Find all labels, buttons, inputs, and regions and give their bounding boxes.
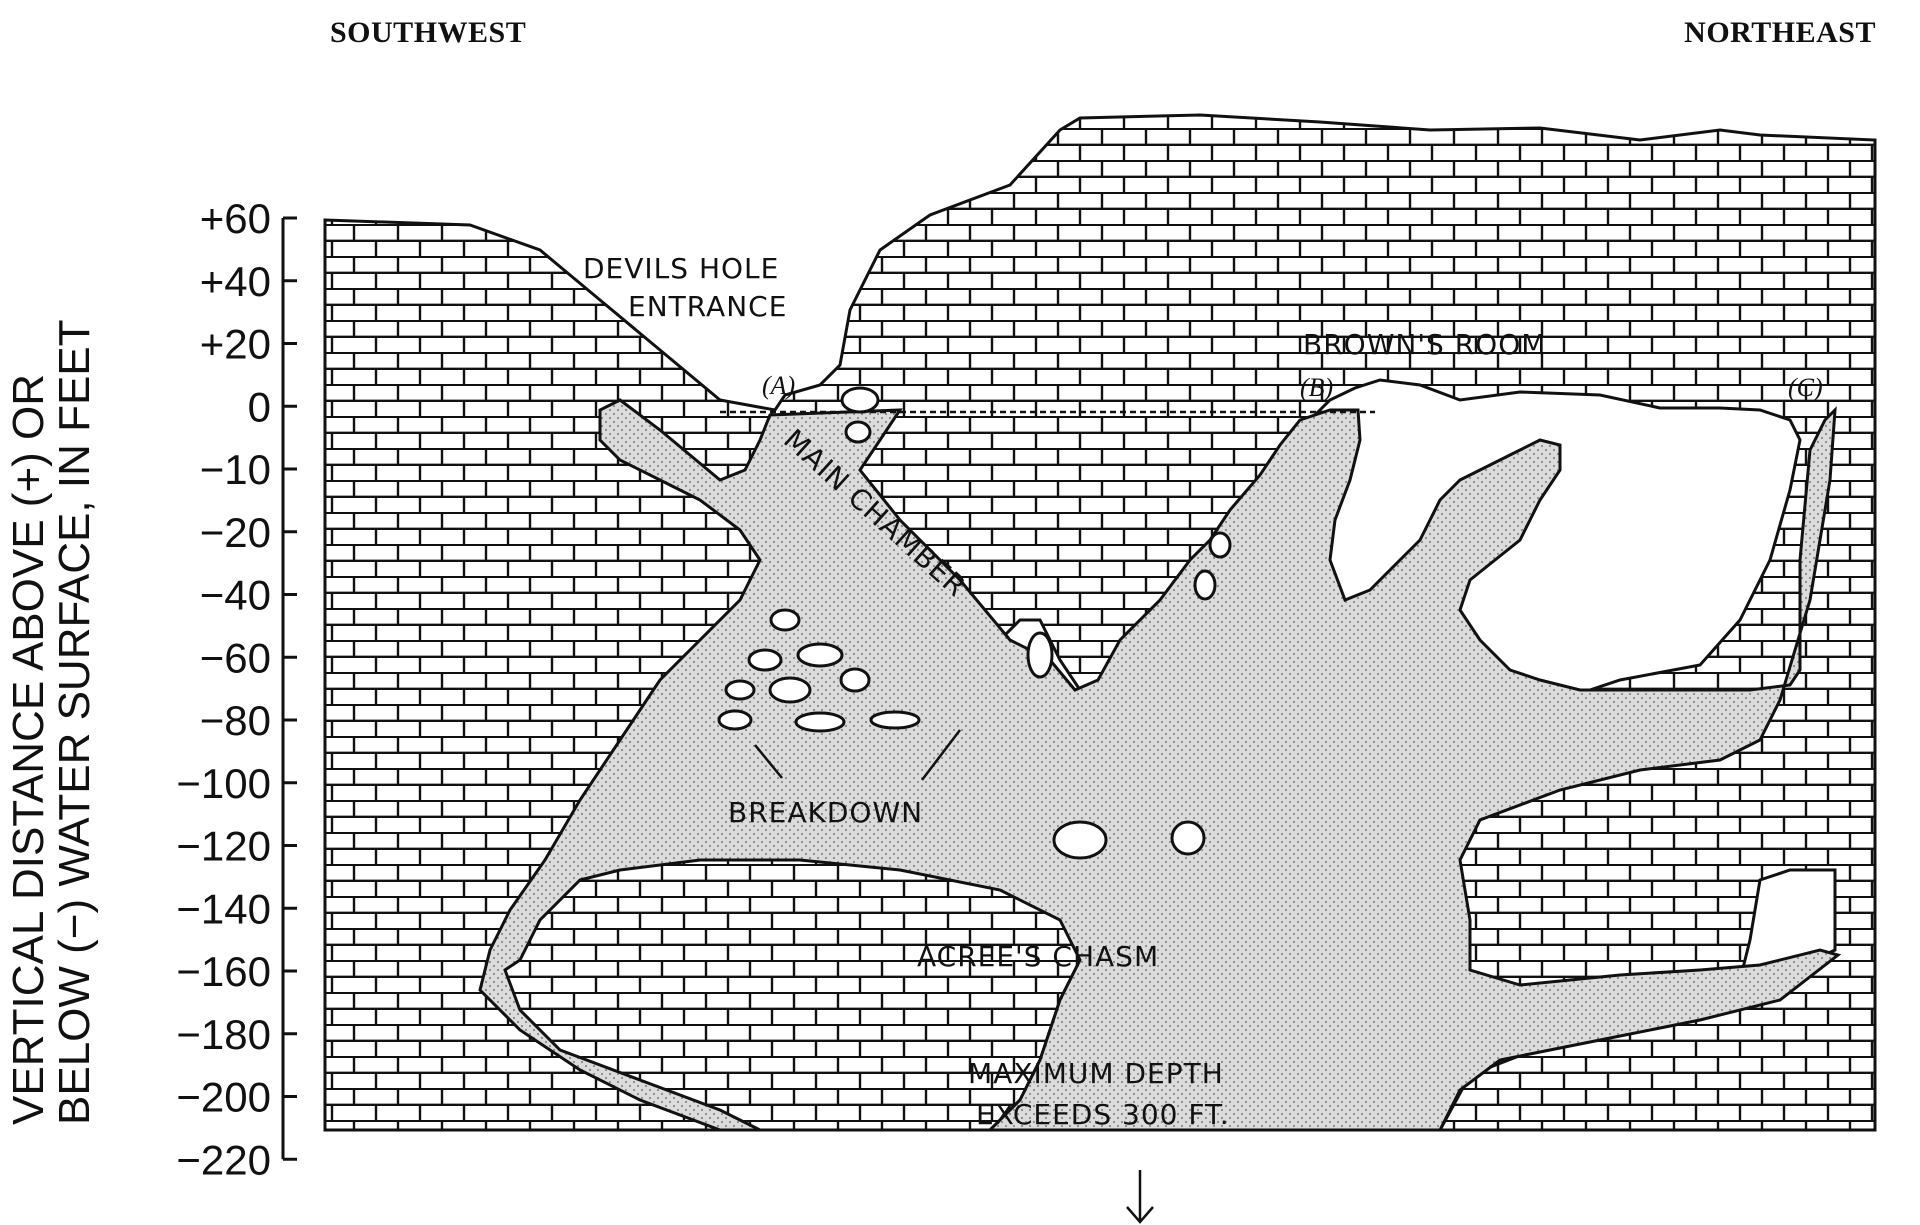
y-axis-tick-label: −10 bbox=[200, 446, 271, 493]
label-breakdown: BREAKDOWN bbox=[728, 796, 923, 829]
y-axis: +60 +40 +20 0 −10 −20 −40 −60 −80 −100 −120 −140 −16… bbox=[176, 195, 297, 1183]
y-axis-tick-label: −60 bbox=[200, 634, 271, 681]
y-axis-tick-label: −80 bbox=[200, 697, 271, 744]
label-point-a: (A) bbox=[762, 371, 795, 400]
label-max-depth-line1: MAXIMUM DEPTH bbox=[968, 1057, 1224, 1090]
down-arrow-icon bbox=[1126, 1170, 1154, 1224]
y-axis-tick-label: −200 bbox=[176, 1074, 271, 1121]
label-entrance-line2: ENTRANCE bbox=[628, 290, 787, 323]
label-max-depth-line2: EXCEEDS 300 FT. bbox=[976, 1098, 1230, 1131]
direction-southwest: SOUTHWEST bbox=[330, 16, 527, 49]
y-axis-tick-label: +60 bbox=[200, 195, 271, 242]
y-axis-tick-label: −40 bbox=[200, 572, 271, 619]
y-axis-tick-label: +40 bbox=[200, 258, 271, 305]
breakdown-rocks bbox=[717, 386, 1232, 860]
water-cavity bbox=[478, 398, 1842, 1132]
y-axis-tick-label: −120 bbox=[176, 823, 271, 870]
y-axis-tick-label: +20 bbox=[200, 321, 271, 368]
y-axis-tick-label: 0 bbox=[248, 383, 271, 430]
y-axis-tick-label: −140 bbox=[176, 885, 271, 932]
y-axis-tick-label: −20 bbox=[200, 509, 271, 556]
label-point-b: (B) bbox=[1300, 373, 1333, 402]
label-entrance-line1: DEVILS HOLE bbox=[583, 252, 779, 285]
label-point-c: (C) bbox=[1788, 373, 1823, 402]
y-axis-tick-label: −180 bbox=[176, 1011, 271, 1058]
y-axis-tick-label: −100 bbox=[176, 760, 271, 807]
breakdown-pointers bbox=[754, 729, 961, 781]
y-axis-tick-label: −220 bbox=[176, 1136, 271, 1183]
direction-northeast: NORTHEAST bbox=[1684, 16, 1876, 49]
label-acrees-chasm: ACREE'S CHASM bbox=[917, 940, 1159, 973]
y-axis-tick-label: −160 bbox=[176, 948, 271, 995]
label-browns-room: BROWN'S ROOM bbox=[1303, 328, 1546, 361]
